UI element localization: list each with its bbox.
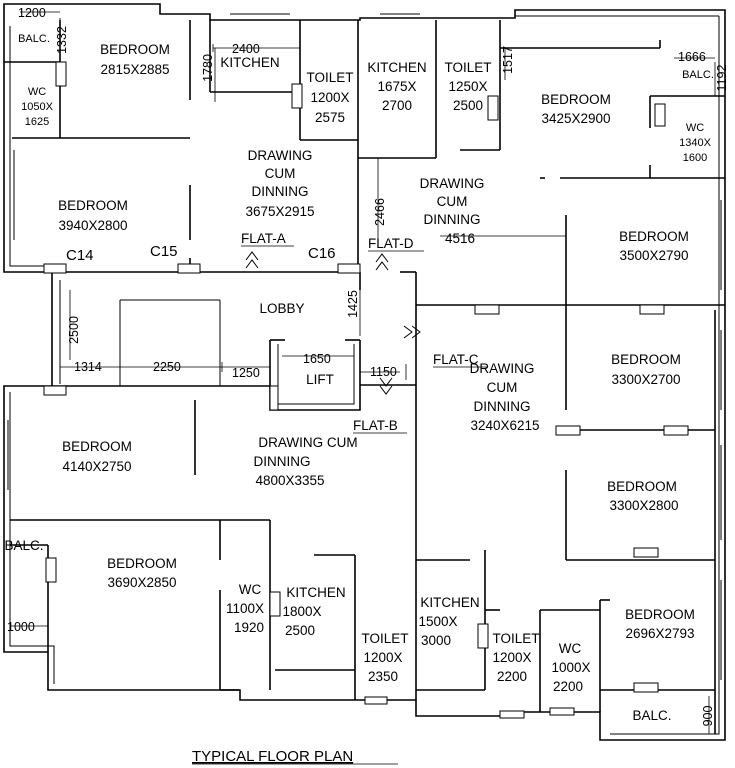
window <box>555 425 581 436</box>
dimension-label: 1517 <box>501 46 515 74</box>
entry-arrow-icon <box>379 377 393 387</box>
column-label: C14 <box>66 247 94 264</box>
dimension-label: 900 <box>701 706 715 727</box>
dimension-label: 2250 <box>153 360 181 374</box>
window <box>549 707 575 716</box>
dimension-label: 1425 <box>346 290 360 318</box>
dimension-label: 1192 <box>715 65 729 92</box>
room-label: BALC. <box>682 69 714 81</box>
window <box>55 61 67 87</box>
entry-arrow-icon <box>245 259 259 269</box>
entry-arrow-icon <box>375 261 389 271</box>
dimension-label: 1650 <box>303 352 331 366</box>
entry-arrow-icon <box>379 385 393 395</box>
window <box>269 591 281 617</box>
window <box>43 263 67 274</box>
room-label: LOBBY <box>259 301 304 316</box>
flat-label: FLAT-B <box>353 418 398 433</box>
column-label: C16 <box>308 245 336 262</box>
window <box>663 425 689 436</box>
entry-arrow-icon <box>245 251 259 261</box>
dimension-label: 2466 <box>373 198 387 226</box>
dimension-label: 1666 <box>678 50 706 64</box>
window <box>337 263 361 274</box>
window <box>639 304 665 315</box>
flat-labels: FLAT-A FLAT-D FLAT-C FLAT-B <box>241 231 488 434</box>
room-label: LIFT <box>306 372 334 387</box>
window <box>43 385 67 396</box>
dimension-label: 1250 <box>232 366 260 380</box>
entry-arrows <box>245 251 421 395</box>
window <box>499 710 525 719</box>
window <box>364 696 388 705</box>
dimension-labels: 1200 1332 2400 1780 1517 1666 1192 2466 … <box>7 6 729 726</box>
window <box>477 623 489 649</box>
flat-label: FLAT-D <box>368 236 414 251</box>
dimension-label: 1000 <box>7 620 35 634</box>
window <box>45 557 57 583</box>
flat-label: FLAT-C <box>433 352 479 367</box>
interior-walls <box>4 20 725 734</box>
room-label: BALC. <box>4 538 43 553</box>
dimension-label: 1780 <box>201 54 215 82</box>
room-label: BALC. <box>632 708 671 723</box>
entry-arrow-icon <box>375 253 389 263</box>
window <box>474 304 500 315</box>
plan-title: TYPICAL FLOOR PLAN <box>192 748 353 765</box>
dimension-label: 2400 <box>232 42 260 56</box>
window <box>291 83 303 109</box>
dimension-label: 1150 <box>370 365 397 379</box>
column-label: C15 <box>150 243 178 260</box>
column-labels: C14 C15 C16 <box>66 243 336 264</box>
room-label: BALC. <box>18 33 50 45</box>
room-label: KITCHEN <box>220 55 279 70</box>
entry-arrow-icon <box>403 325 413 339</box>
window <box>487 95 499 121</box>
flat-label: FLAT-A <box>241 231 286 246</box>
dimension-label: 4516 <box>445 231 475 246</box>
dimension-lines <box>10 11 716 734</box>
dimension-label: 1332 <box>55 26 69 54</box>
dimension-label: 1314 <box>74 360 102 374</box>
window <box>633 682 659 693</box>
window <box>177 263 201 274</box>
window <box>633 547 659 558</box>
dimension-label: 2500 <box>67 316 81 344</box>
window <box>269 385 279 411</box>
entry-arrow-icon <box>411 325 421 339</box>
dimension-label: 1200 <box>18 6 46 20</box>
windows <box>7 13 722 719</box>
window <box>654 103 666 127</box>
